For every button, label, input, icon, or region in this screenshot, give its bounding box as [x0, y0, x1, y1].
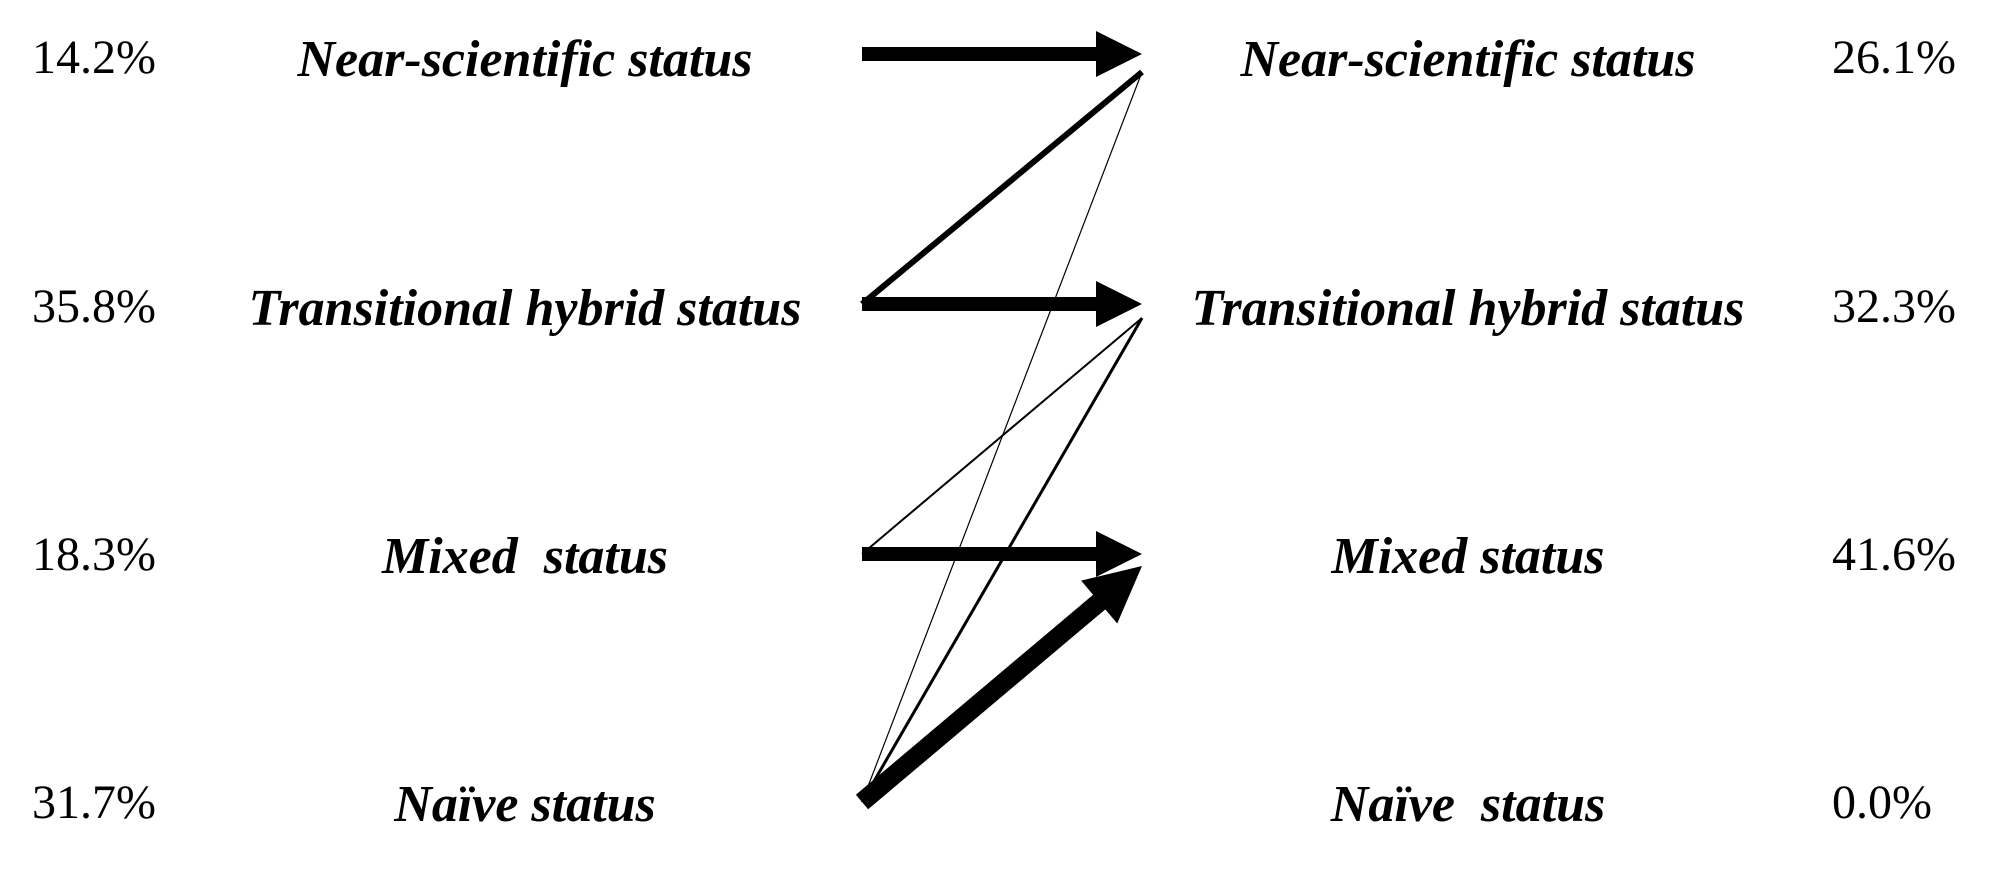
arrow-transitional-hybrid-to-near-scientific: [860, 69, 1144, 307]
left-label-naive: Naïve status: [394, 776, 656, 833]
arrow-shaft: [860, 317, 1144, 803]
arrow-shaft: [861, 71, 1143, 803]
right-label-transitional-hybrid: Transitional hybrid status: [1191, 280, 1745, 337]
right-percent-naive: 0.0%: [1832, 776, 1932, 829]
left-percent-transitional-hybrid: 35.8%: [32, 280, 156, 333]
left-label-transitional-hybrid: Transitional hybrid status: [248, 280, 802, 337]
left-percent-naive: 31.7%: [32, 776, 156, 829]
arrow-head-icon: [1081, 566, 1142, 624]
arrow-head-icon: [1096, 31, 1142, 77]
right-label-near-scientific: Near-scientific status: [1240, 31, 1696, 88]
arrow-shaft: [855, 589, 1112, 810]
arrow-shaft: [860, 69, 1144, 307]
arrow-naive-to-mixed: [855, 566, 1142, 810]
arrow-naive-to-transitional-hybrid: [860, 317, 1144, 803]
left-label-mixed: Mixed status: [381, 528, 669, 585]
right-label-naive: Naïve status: [1330, 776, 1606, 833]
right-percent-mixed: 41.6%: [1832, 528, 1956, 581]
left-percent-mixed: 18.3%: [32, 528, 156, 581]
right-percent-near-scientific: 26.1%: [1832, 31, 1956, 84]
arrow-head-icon: [1096, 281, 1142, 327]
right-percent-transitional-hybrid: 32.3%: [1832, 280, 1956, 333]
right-label-mixed: Mixed status: [1331, 528, 1605, 585]
left-label-near-scientific: Near-scientific status: [297, 31, 753, 88]
arrow-near-scientific-to-near-scientific: [862, 31, 1142, 77]
left-percent-near-scientific: 14.2%: [32, 31, 156, 84]
arrow-head-icon: [1096, 531, 1142, 577]
arrow-naive-to-near-scientific: [861, 71, 1143, 803]
arrow-transitional-hybrid-to-transitional-hybrid: [862, 281, 1142, 327]
arrow-mixed-to-mixed: [862, 531, 1142, 577]
